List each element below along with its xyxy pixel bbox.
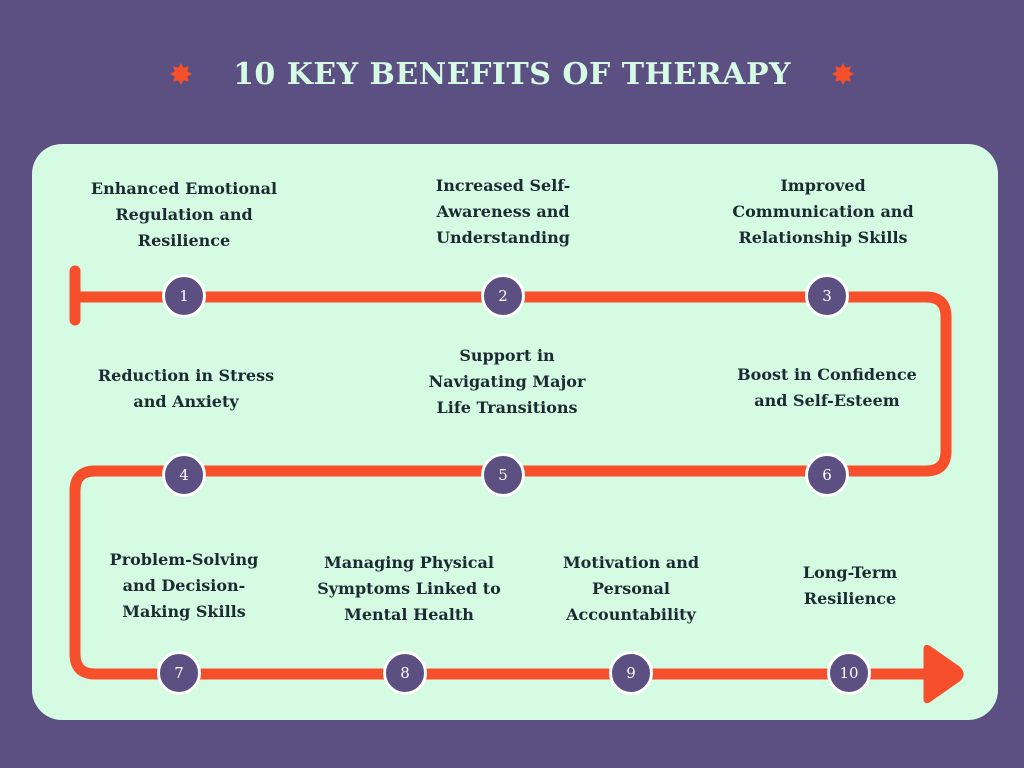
step-label-4: Reduction in Stress and Anxiety bbox=[97, 366, 275, 411]
diagram-panel bbox=[32, 144, 998, 720]
step-label-9: Motivation and Personal Accountability bbox=[562, 553, 700, 624]
title-row: 10 KEY BENEFITS OF THERAPY bbox=[0, 50, 1024, 98]
step-number-9: 9 bbox=[609, 651, 653, 695]
step-number-1: 1 bbox=[162, 274, 206, 318]
starburst-icon bbox=[831, 63, 854, 85]
starburst-icon bbox=[170, 63, 193, 85]
step-number-5: 5 bbox=[481, 453, 525, 497]
step-label-5: Support in Navigating Major Life Transit… bbox=[428, 346, 586, 417]
arrowhead-icon bbox=[923, 644, 964, 704]
step-number-3: 3 bbox=[805, 274, 849, 318]
step-label-1: Enhanced Emotional Regulation and Resili… bbox=[90, 179, 278, 250]
step-number-10: 10 bbox=[827, 651, 871, 695]
step-label-7: Problem-Solving and Decision-Making Skil… bbox=[109, 550, 259, 621]
page-title: 10 KEY BENEFITS OF THERAPY bbox=[233, 56, 791, 92]
step-label-8: Managing Physical Symptoms Linked to Men… bbox=[317, 553, 501, 624]
step-number-4: 4 bbox=[162, 453, 206, 497]
step-number-7: 7 bbox=[157, 651, 201, 695]
step-number-6: 6 bbox=[805, 453, 849, 497]
step-number-2: 2 bbox=[481, 274, 525, 318]
step-label-3: Improved Communication and Relationship … bbox=[732, 176, 914, 247]
step-label-2: Increased Self-Awareness and Understandi… bbox=[435, 176, 571, 247]
step-label-10: Long-Term Resilience bbox=[802, 563, 898, 608]
step-label-6: Boost in Confidence and Self-Esteem bbox=[737, 365, 917, 410]
step-number-8: 8 bbox=[383, 651, 427, 695]
